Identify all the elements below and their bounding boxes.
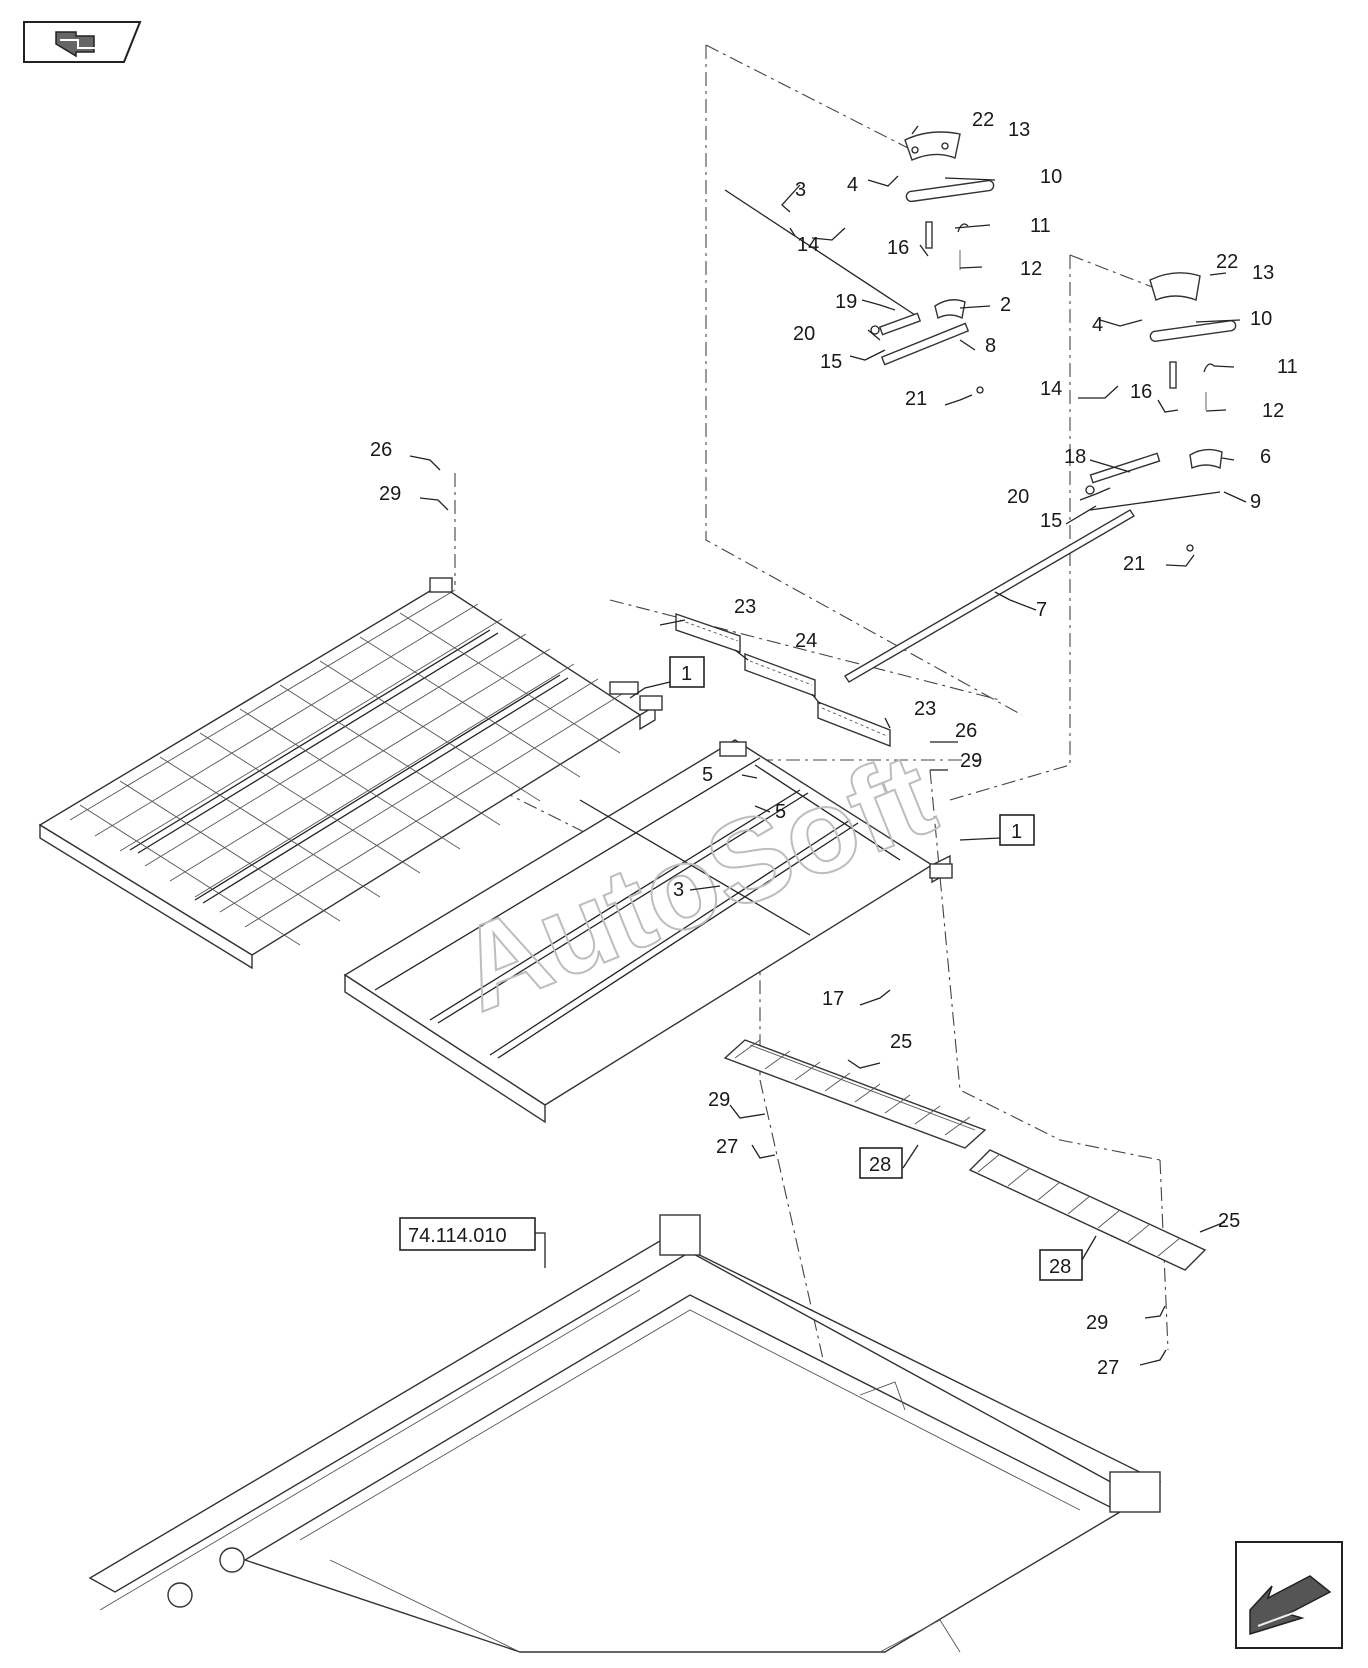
callout-14: 14: [797, 234, 819, 256]
callout-11b: 11: [1277, 356, 1298, 378]
callout-29c: 29: [708, 1089, 730, 1111]
forward-arrow-icon: [1249, 1575, 1332, 1636]
callout-21: 21: [905, 388, 927, 410]
callout-25b: 25: [1218, 1210, 1240, 1232]
wire-grate-upper: [723, 1039, 987, 1149]
callout-5: 5: [702, 764, 713, 786]
callout-21b: 21: [1123, 553, 1145, 575]
callout-10: 10: [1040, 166, 1062, 188]
callout-26: 26: [370, 439, 392, 461]
combine-frame: [88, 1214, 1162, 1653]
callout-4b: 4: [1092, 314, 1103, 336]
callout-27b: 27: [1097, 1357, 1119, 1379]
callout-29: 29: [379, 483, 401, 505]
filler-strips: [675, 613, 891, 748]
callout-15: 15: [820, 351, 842, 373]
boxed-callout-1-left[interactable]: 1: [669, 656, 705, 688]
callout-20: 20: [793, 323, 815, 345]
upper-adjuster-assembly-right: [844, 272, 1237, 683]
callout-29d: 29: [1086, 1312, 1108, 1334]
leader-lines: [409, 125, 1247, 1366]
callout-labels: 3 4 22 13 10 11 12 14 16 19 2 20 8 15 21…: [370, 109, 1298, 1379]
callout-9: 9: [1250, 491, 1261, 513]
callout-13b: 13: [1252, 262, 1274, 284]
callout-19: 19: [835, 291, 857, 313]
callout-15b: 15: [1040, 510, 1062, 532]
callout-16b: 16: [1130, 381, 1152, 403]
callout-16: 16: [887, 237, 909, 259]
callout-29b: 29: [960, 750, 982, 772]
wire-grate-lower: [968, 1149, 1207, 1271]
boxed-callout-28-upper[interactable]: 28: [859, 1147, 903, 1179]
back-nav-button[interactable]: [23, 21, 142, 63]
callout-11: 11: [1030, 215, 1051, 237]
back-arrow-icon: [55, 31, 98, 58]
callout-2: 2: [1000, 294, 1011, 316]
callout-3b: 3: [673, 879, 684, 901]
reference-link-box[interactable]: 74.114.010: [399, 1217, 536, 1251]
callout-3: 3: [795, 179, 806, 201]
callout-18: 18: [1064, 446, 1086, 468]
svg-text:1: 1: [1011, 821, 1022, 843]
callout-5b: 5: [775, 801, 786, 823]
callout-7: 7: [1036, 599, 1047, 621]
callout-13: 13: [1008, 119, 1030, 141]
svg-text:1: 1: [681, 663, 692, 685]
boxed-callout-28-lower[interactable]: 28: [1039, 1249, 1083, 1281]
boxed-callout-1-center[interactable]: 1: [999, 814, 1035, 846]
callout-6: 6: [1260, 446, 1271, 468]
svg-text:28: 28: [869, 1154, 891, 1176]
callout-10b: 10: [1250, 308, 1272, 330]
upper-adjuster-assembly-left: [724, 131, 995, 394]
concave-frame-center: [343, 739, 953, 1124]
callout-12b: 12: [1262, 400, 1284, 422]
callout-22: 22: [972, 109, 994, 131]
callout-23: 23: [734, 596, 756, 618]
callout-24: 24: [795, 630, 817, 652]
callout-20b: 20: [1007, 486, 1029, 508]
callout-8: 8: [985, 335, 996, 357]
callout-12: 12: [1020, 258, 1042, 280]
callout-22b: 22: [1216, 251, 1238, 273]
reference-link-label: 74.114.010: [408, 1225, 507, 1247]
forward-nav-button[interactable]: [1235, 1541, 1343, 1649]
callout-4: 4: [847, 174, 858, 196]
svg-text:28: 28: [1049, 1256, 1071, 1278]
callout-23b: 23: [914, 698, 936, 720]
callout-14b: 14: [1040, 378, 1062, 400]
concave-grate-left: [38, 577, 663, 970]
callout-27: 27: [716, 1136, 738, 1158]
callout-17: 17: [822, 988, 844, 1010]
callout-26b: 26: [955, 720, 977, 742]
callout-25: 25: [890, 1031, 912, 1053]
